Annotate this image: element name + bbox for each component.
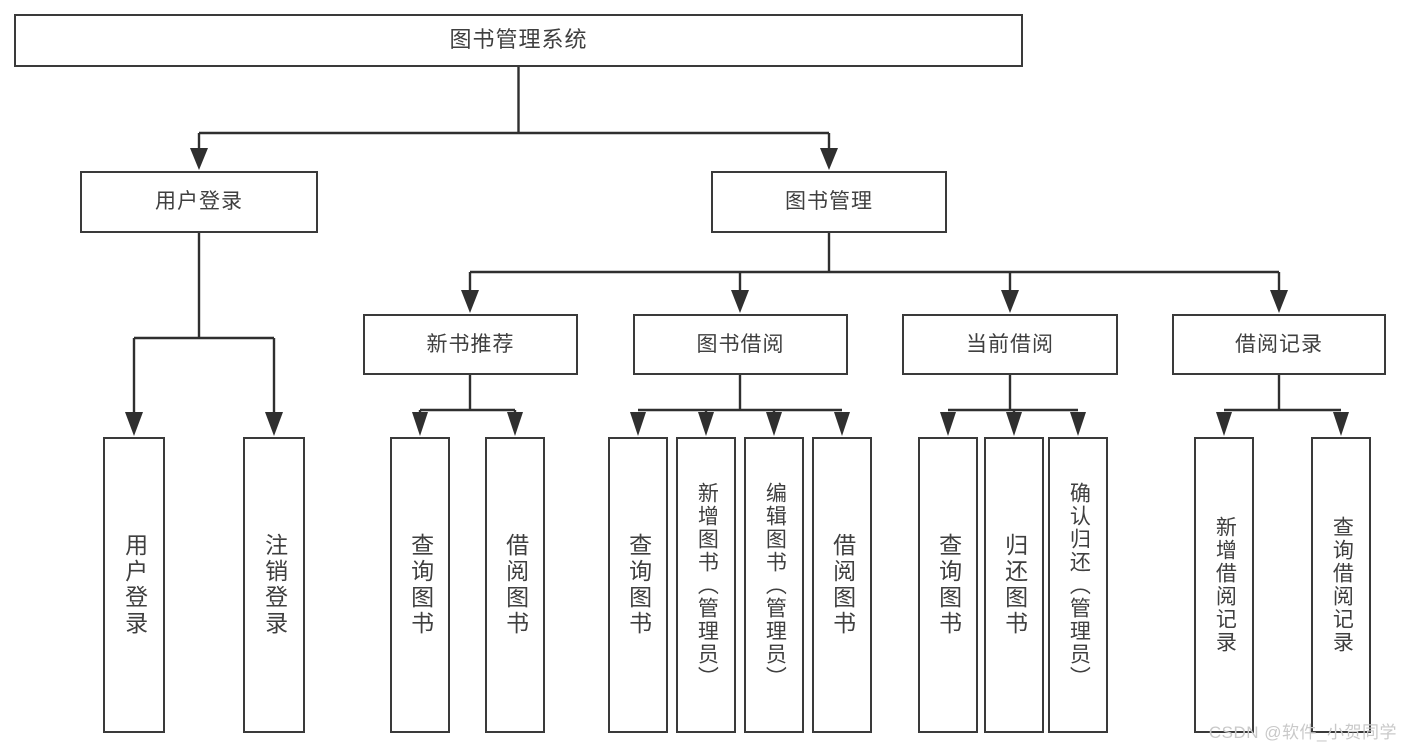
node-book-management-label: 图书管理 — [785, 190, 873, 214]
node-current-borrow[interactable]: 当前借阅 — [902, 314, 1118, 375]
leaf-user-login-label: 用户登录 — [121, 533, 148, 637]
arrowhead-icon — [461, 290, 479, 313]
node-borrow-record-label: 借阅记录 — [1235, 332, 1323, 356]
node-root[interactable]: 图书管理系统 — [14, 14, 1023, 67]
leaf-add-borrow-record-label: 新增借阅记录 — [1213, 516, 1237, 654]
leaf-query-book-borrow[interactable]: 查询图书 — [608, 437, 668, 733]
node-user-login[interactable]: 用户登录 — [80, 171, 318, 233]
arrowhead-icon — [940, 412, 956, 436]
leaf-query-book-current-label: 查询图书 — [935, 533, 962, 637]
arrowhead-icon — [125, 412, 143, 436]
leaf-logout[interactable]: 注销登录 — [243, 437, 305, 733]
leaf-borrow-book-label: 借阅图书 — [829, 533, 856, 637]
arrowhead-icon — [1070, 412, 1086, 436]
leaf-confirm-return-admin[interactable]: 确认归还（管理员） — [1048, 437, 1108, 733]
node-book-borrow-label: 图书借阅 — [696, 332, 785, 356]
arrowhead-icon — [412, 412, 428, 436]
arrowhead-icon — [1006, 412, 1022, 436]
leaf-borrow-book-newbook[interactable]: 借阅图书 — [485, 437, 545, 733]
leaf-query-book-borrow-label: 查询图书 — [625, 533, 652, 637]
leaf-return-book-label: 归还图书 — [1001, 533, 1028, 637]
arrowhead-icon — [834, 412, 850, 436]
node-new-book-recommend-label: 新书推荐 — [426, 332, 515, 356]
leaf-query-book-newbook-label: 查询图书 — [407, 533, 434, 637]
arrowhead-icon — [1270, 290, 1288, 313]
arrowhead-icon — [698, 412, 714, 436]
leaf-query-book-newbook[interactable]: 查询图书 — [390, 437, 450, 733]
leaf-edit-book-admin-label: 编辑图书（管理员） — [763, 481, 787, 689]
arrowhead-icon — [507, 412, 523, 436]
leaf-query-borrow-record-label: 查询借阅记录 — [1330, 516, 1354, 654]
leaf-borrow-book[interactable]: 借阅图书 — [812, 437, 872, 733]
csdn-watermark: CSDN @软件_小贺同学 — [1208, 723, 1397, 742]
arrowhead-icon — [630, 412, 646, 436]
arrowhead-icon — [1333, 412, 1349, 436]
leaf-add-book-admin[interactable]: 新增图书（管理员） — [676, 437, 736, 733]
arrowhead-icon — [820, 148, 838, 170]
leaf-query-book-current[interactable]: 查询图书 — [918, 437, 978, 733]
arrowhead-icon — [766, 412, 782, 436]
node-book-borrow[interactable]: 图书借阅 — [633, 314, 848, 375]
leaf-confirm-return-admin-label: 确认归还（管理员） — [1067, 481, 1091, 689]
leaf-query-borrow-record[interactable]: 查询借阅记录 — [1311, 437, 1371, 733]
node-new-book-recommend[interactable]: 新书推荐 — [363, 314, 578, 375]
node-root-label: 图书管理系统 — [449, 27, 588, 53]
arrowhead-icon — [731, 290, 749, 313]
node-book-management[interactable]: 图书管理 — [711, 171, 947, 233]
leaf-borrow-book-newbook-label: 借阅图书 — [502, 533, 529, 637]
node-current-borrow-label: 当前借阅 — [966, 332, 1054, 356]
leaf-return-book[interactable]: 归还图书 — [984, 437, 1044, 733]
node-borrow-record[interactable]: 借阅记录 — [1172, 314, 1386, 375]
leaf-add-book-admin-label: 新增图书（管理员） — [695, 481, 719, 689]
arrowhead-icon — [265, 412, 283, 436]
leaf-user-login[interactable]: 用户登录 — [103, 437, 165, 733]
arrowhead-icon — [1001, 290, 1019, 313]
arrowhead-icon — [1216, 412, 1232, 436]
leaf-edit-book-admin[interactable]: 编辑图书（管理员） — [744, 437, 804, 733]
arrowhead-icon — [190, 148, 208, 170]
node-user-login-label: 用户登录 — [155, 190, 243, 214]
leaf-logout-label: 注销登录 — [261, 533, 288, 637]
leaf-add-borrow-record[interactable]: 新增借阅记录 — [1194, 437, 1254, 733]
